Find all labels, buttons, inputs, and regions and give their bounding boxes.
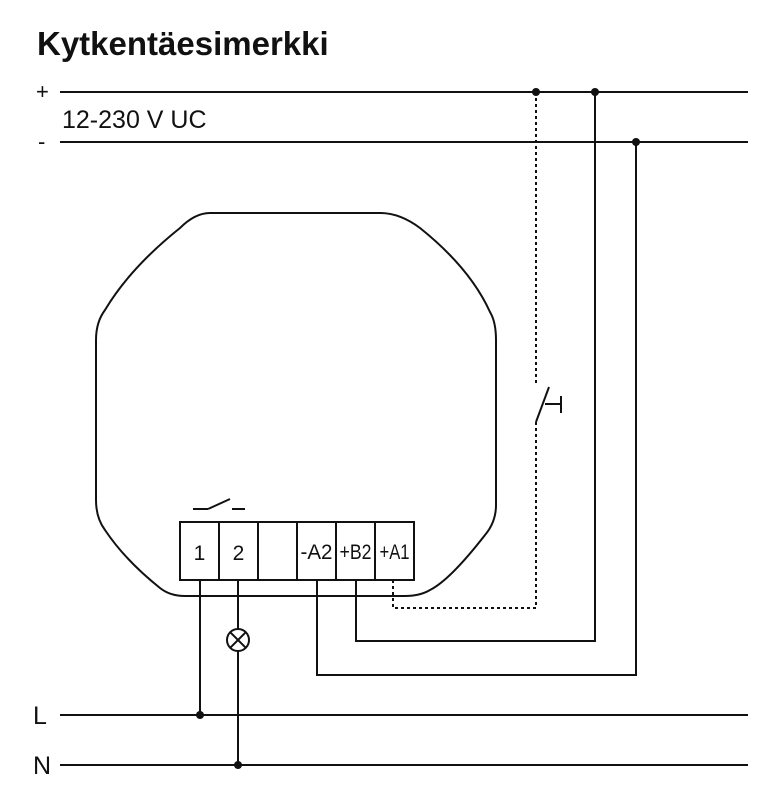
- junction-dot: [632, 138, 640, 146]
- junction-dot: [196, 711, 204, 719]
- voltage-label: 12-230 V UC: [62, 106, 207, 134]
- terminal-block: 1 2 -A2 +B2 +A1: [179, 521, 415, 581]
- terminal-minus-a2: -A2: [301, 541, 333, 564]
- terminal-1: 1: [194, 542, 206, 565]
- wire-a2-to-minus: [316, 142, 637, 676]
- junction-dot: [532, 88, 540, 96]
- line-label: L: [33, 702, 47, 730]
- junction-dot: [234, 761, 242, 769]
- terminal-2: 2: [233, 542, 245, 565]
- diagram-title: Kytkentäesimerkki: [37, 25, 329, 62]
- device-body: [95, 212, 497, 597]
- wire-b2-to-plus: [355, 92, 596, 642]
- lamp-icon: [226, 628, 250, 652]
- pushbutton-icon: [535, 386, 562, 423]
- minus-label: -: [38, 129, 45, 154]
- terminal-plus-b2: +B2: [340, 541, 372, 564]
- junction-dot: [591, 88, 599, 96]
- terminal-plus-a1: +A1: [380, 541, 410, 564]
- wire-a1-to-pushbutton: [392, 422, 537, 609]
- plus-label: +: [36, 79, 49, 104]
- relay-contact-icon: [193, 498, 245, 510]
- neutral-label: N: [33, 752, 51, 780]
